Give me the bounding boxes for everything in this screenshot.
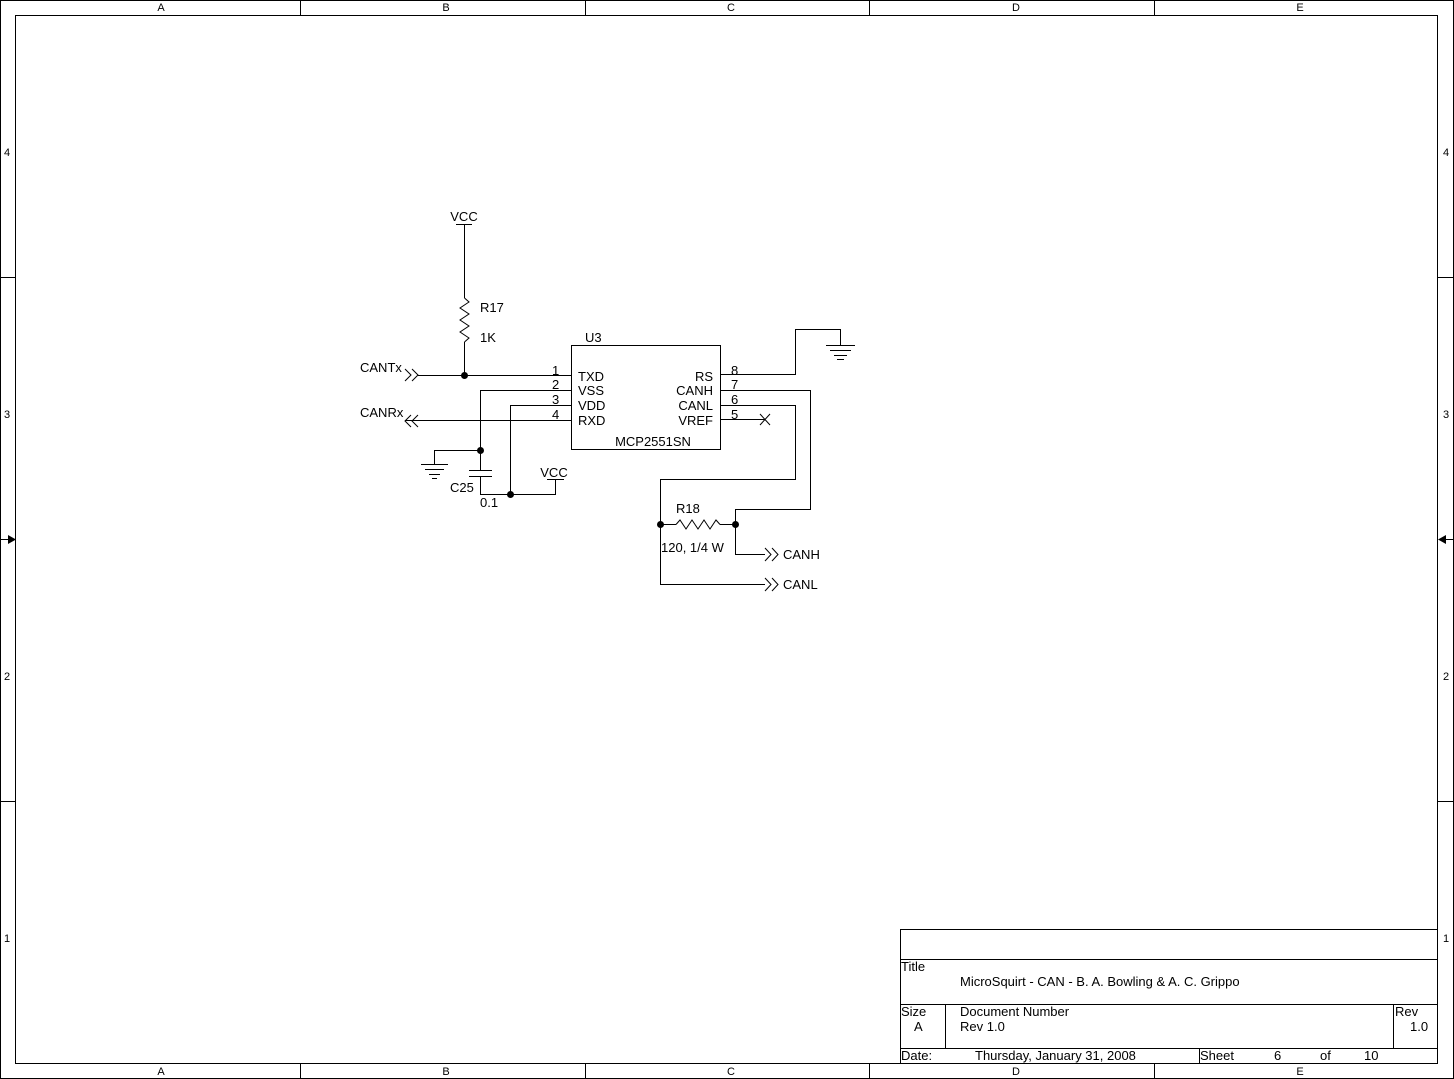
title-text: MicroSquirt - CAN - B. A. Bowling & A. C…: [960, 974, 1240, 989]
col-label-bottom: E: [1296, 1066, 1303, 1078]
col-label-bottom: B: [442, 1066, 449, 1078]
ground-icon: [826, 345, 855, 360]
row-label-left: 1: [4, 933, 10, 945]
center-mark-left-icon: [8, 535, 16, 544]
pin-number: 1: [552, 363, 559, 378]
u3-part: MCP2551SN: [615, 434, 691, 449]
no-connect-icon: [759, 413, 771, 426]
canl-label: CANL: [783, 577, 818, 592]
row-label-right: 4: [1443, 147, 1449, 159]
of-label: of: [1320, 1048, 1331, 1063]
title-label: Title: [901, 959, 925, 974]
col-label-bottom: A: [157, 1066, 165, 1078]
schematic: VCC R17 1K CANTx CANRx: [360, 209, 855, 592]
ground-icon: [421, 464, 448, 479]
pin-name: CANL: [678, 398, 713, 413]
pin-name: RXD: [578, 413, 605, 428]
pin-number: 8: [731, 363, 738, 378]
title-block: Title MicroSquirt - CAN - B. A. Bowling …: [900, 929, 1438, 1064]
pin-name: VSS: [578, 383, 604, 398]
cantx-label: CANTx: [360, 360, 402, 375]
size-value: A: [914, 1019, 923, 1034]
pin-name: VDD: [578, 398, 605, 413]
col-label-top: D: [1012, 2, 1020, 14]
vcc-power-symbol: VCC: [450, 209, 478, 225]
resistor-r18: R18 120, 1/4 W: [660, 501, 736, 555]
col-label-top: C: [727, 2, 735, 14]
sheet-value: 6: [1274, 1048, 1281, 1063]
col-label-top: A: [157, 2, 165, 14]
docnum-value: Rev 1.0: [960, 1019, 1005, 1034]
pin-name: VREF: [678, 413, 713, 428]
r18-value: 120, 1/4 W: [661, 540, 725, 555]
pin-name: TXD: [578, 369, 604, 384]
u3-ref: U3: [585, 330, 602, 345]
date-value: Thursday, January 31, 2008: [975, 1048, 1136, 1063]
docnum-label: Document Number: [960, 1004, 1070, 1019]
junction-dot: [507, 491, 514, 498]
col-label-bottom: D: [1012, 1066, 1020, 1078]
r17-value: 1K: [480, 330, 496, 345]
pin-number: 7: [731, 377, 738, 392]
pin-number: 6: [731, 392, 738, 407]
pin-number: 3: [552, 392, 559, 407]
pin-number: 2: [552, 377, 559, 392]
date-label: Date:: [901, 1048, 932, 1063]
center-mark-right-icon: [1438, 535, 1446, 544]
canl-port: CANL: [764, 577, 818, 592]
resistor-r17: R17 1K: [459, 297, 504, 345]
cantx-port: CANTx: [360, 360, 419, 382]
pin-number: 5: [731, 407, 738, 422]
vcc-label: VCC: [450, 209, 477, 224]
ic-u3: U3 MCP2551SN 1 2 3 4 TXD VSS VDD RXD RS …: [552, 330, 738, 450]
junction-dot: [461, 372, 468, 379]
c25-value: 0.1: [480, 495, 498, 510]
col-label-top: E: [1296, 2, 1303, 14]
col-label-top: B: [442, 2, 449, 14]
row-label-right: 3: [1443, 409, 1449, 421]
vcc-label: VCC: [540, 465, 567, 480]
canh-label: CANH: [783, 547, 820, 562]
of-value: 10: [1364, 1048, 1378, 1063]
canrx-port: CANRx: [360, 405, 419, 428]
capacitor-c25: C25 0.1: [450, 470, 498, 510]
canrx-label: CANRx: [360, 405, 404, 420]
c25-ref: C25: [450, 480, 474, 495]
row-label-right: 2: [1443, 671, 1449, 683]
junction-dot: [477, 447, 484, 454]
row-label-left: 2: [4, 671, 10, 683]
r17-ref: R17: [480, 300, 504, 315]
row-label-left: 4: [4, 147, 10, 159]
row-label-right: 1: [1443, 933, 1449, 945]
row-label-left: 3: [4, 409, 10, 421]
size-label: Size: [901, 1004, 926, 1019]
vcc-power-symbol: VCC: [540, 465, 568, 480]
r18-ref: R18: [676, 501, 700, 516]
rev-label: Rev: [1395, 1004, 1419, 1019]
rev-value: 1.0: [1410, 1019, 1428, 1034]
pin-name: CANH: [676, 383, 713, 398]
canh-port: CANH: [764, 547, 820, 562]
pin-name: RS: [695, 369, 713, 384]
pin-number: 4: [552, 407, 559, 422]
col-label-bottom: C: [727, 1066, 735, 1078]
sheet-label: Sheet: [1200, 1048, 1234, 1063]
